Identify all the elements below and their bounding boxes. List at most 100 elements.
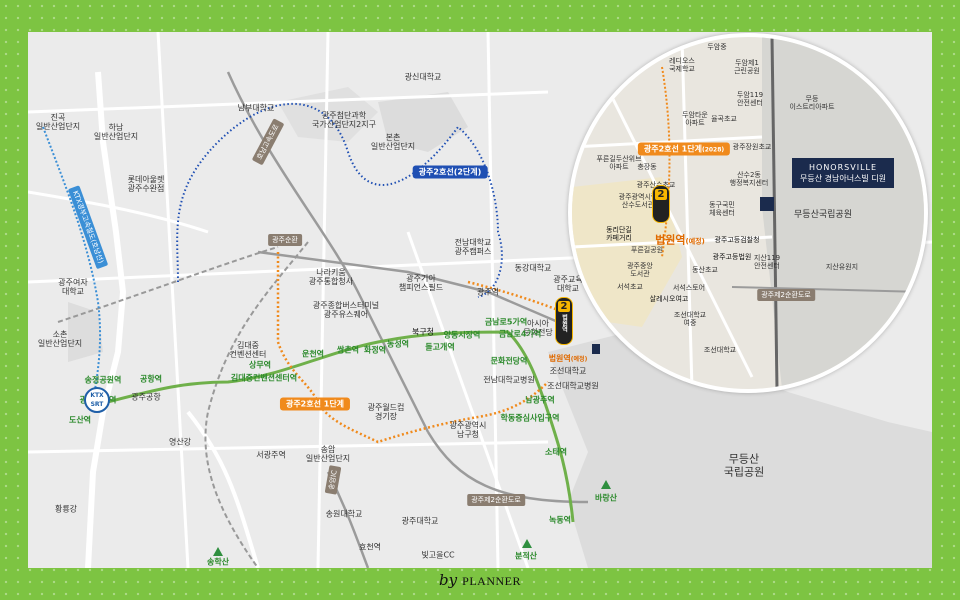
inset-beobwon-planned: (예정) xyxy=(685,237,705,246)
inset-place: 조선대학교 xyxy=(703,345,737,354)
stn-airport: 공항역 xyxy=(139,374,163,384)
stn-hwajeong: 화정역 xyxy=(363,345,387,355)
place-jnu-hosp: 전남대학교병원 xyxy=(483,375,535,385)
road-gwangju-ring: 광주순환 xyxy=(268,234,302,246)
inset-place: 광주고등검찰청 xyxy=(714,235,760,244)
place-bonchon: 본촌 일반산업단지 xyxy=(370,132,416,151)
main-site-marker xyxy=(592,344,600,354)
place-hanam: 하남 일반산업단지 xyxy=(93,122,139,141)
place-dongang-univ: 동강대학교 xyxy=(514,263,552,273)
inset-line2-sub: (2028) xyxy=(701,146,725,154)
inset-station-tag-number: 2 xyxy=(655,189,667,200)
inset-park-label: 무등산국립공원 xyxy=(794,209,852,220)
place-hyocheon-stn: 효천역 xyxy=(358,542,382,552)
honors-brand: HONORSVILLE xyxy=(809,163,878,172)
beobwon-station-tag: 2 법원역 xyxy=(555,297,573,345)
road-ring-road: 광주제2순환도로 xyxy=(467,494,525,506)
footer-by: by xyxy=(438,571,458,589)
stn-geumnam5: 금남로5가역 xyxy=(484,317,528,327)
place-gwangju-univ: 광주대학교 xyxy=(401,516,439,526)
inset-place: 살레시오여고 xyxy=(649,294,689,303)
place-asia-culture: 아시아 문화전당 xyxy=(523,318,553,337)
place-nambu-univ: 남부대학교 xyxy=(237,103,275,113)
place-namgu-office: 광주광역시 남구청 xyxy=(449,420,487,439)
inset-road-label: 광주제2순환도로 xyxy=(757,289,815,301)
inset-site-marker xyxy=(760,197,774,211)
inset-place: 동구국민 체육센터 xyxy=(709,200,735,217)
place-sochon: 소촌 일반산업단지 xyxy=(37,329,83,348)
stn-kimdaejung: 김대중컨벤션센터역 xyxy=(230,373,298,383)
national-park-label: 무등산 국립공원 xyxy=(723,452,765,478)
stn-munhwa: 문화전당역 xyxy=(490,356,528,366)
inset-place: 지산유원지 xyxy=(825,262,859,271)
line2-phase2-pill: 광주2호선(2단계) xyxy=(412,165,488,179)
inset-place: 푸른길두산위브 아파트 xyxy=(596,154,642,171)
inset-place: 무등 이스트리아파트 xyxy=(789,94,835,111)
inset-place: 광주광역시립 산수도서관 xyxy=(618,192,658,209)
map-frame[interactable]: 광신대학교 남부대학교 광주첨단과학 국가산업단지2지구 본촌 일반산업단지 진… xyxy=(28,32,932,568)
inset-place: 광주고등법원 xyxy=(712,252,752,261)
stn-sotae: 소태역 xyxy=(544,447,568,457)
place-gwangju-airport: 광주공항 xyxy=(131,392,161,402)
stn-namgwangju: 남광주역 xyxy=(525,395,555,405)
place-hwangnyong: 황룡강 xyxy=(54,504,78,514)
inset-place: 두암119 안전센터 xyxy=(736,90,764,107)
footer-planner: PLANNER xyxy=(462,574,521,588)
place-cheomdan: 광주첨단과학 국가산업단지2지구 xyxy=(312,110,376,129)
stn-geumnam4: 금남로4가역 xyxy=(498,329,542,339)
place-songwon-univ: 송원대학교 xyxy=(325,509,363,519)
place-express-terminal: 광주종합버스터미널 광주유스퀘어 xyxy=(312,300,380,319)
main-beobwon-name: 법원역 xyxy=(548,354,571,364)
honorsville-callout[interactable]: HONORSVILLE 무등산 경남아너스빌 디원 xyxy=(792,158,895,189)
mountain-icon xyxy=(601,480,611,489)
main-beobwon-label: 법원역(예정) xyxy=(549,354,588,364)
place-naraki: 나라키움 광주통합청사 xyxy=(308,267,354,286)
inset-place: 광주중앙 도서관 xyxy=(627,261,653,278)
inset-beobwon-label: 법원역(예정) xyxy=(655,233,705,248)
mountain-songhak: 송학산 xyxy=(206,557,230,567)
inset-place: 서석초교 xyxy=(617,282,643,291)
stn-dolgogae: 돌고개역 xyxy=(425,342,455,352)
inset-place: 광주장원초교 xyxy=(732,142,772,151)
place-gwangsin-univ: 광신대학교 xyxy=(404,72,442,82)
stn-dosan: 도산역 xyxy=(68,415,92,425)
inset-place: 푸른길공원 xyxy=(630,245,664,254)
stn-ssangchon: 쌍촌역 xyxy=(336,345,360,355)
place-worldcup: 광주월드컵 경기장 xyxy=(367,402,405,421)
stn-uncheon: 운천역 xyxy=(301,349,325,359)
inset-zoom-map[interactable]: 두암중 레디오스 국제학교 두암제1 근린공원 두암119 안전센터 두암타운 … xyxy=(568,33,928,393)
place-bukgu-office: 북구청 xyxy=(411,327,435,337)
line2-phase1-pill: 광주2호선 1단계 xyxy=(279,397,351,411)
inset-place: 동리단길 카페거리 xyxy=(606,225,632,242)
station-tag-number: 2 xyxy=(558,301,570,312)
place-kimdaejung: 김대중 컨벤션센터 xyxy=(229,340,267,359)
inset-station-tag: 2 xyxy=(652,185,670,223)
inset-place: 율곡초교 xyxy=(711,114,737,123)
place-gwangju-stn: 광주역 xyxy=(476,287,500,297)
stn-yangdong: 양동시장역 xyxy=(443,330,481,340)
station-tag-text: 법원역 xyxy=(560,314,568,332)
inset-place: 두암제1 근린공원 xyxy=(734,58,760,75)
stn-nongseong: 농성역 xyxy=(386,339,410,349)
mountain-barang: 바랑산 xyxy=(594,493,618,503)
inset-place: 서석스토어 xyxy=(672,283,706,292)
footer: by PLANNER xyxy=(0,570,960,600)
stn-sangmu: 상무역 xyxy=(248,360,272,370)
ktx-label: KTX SRT xyxy=(90,392,104,408)
inset-beobwon-name: 법원역 xyxy=(655,233,686,247)
inset-line2-pill: 광주2호선 1단계(2028) xyxy=(637,142,731,156)
stn-nokdong: 녹동역 xyxy=(548,515,572,525)
place-seogwangju-stn: 서광주역 xyxy=(256,450,286,460)
inset-place: 산수2동 행정복지센터 xyxy=(729,170,769,187)
place-jeonnam-univ: 전남대학교 광주캠퍼스 xyxy=(454,237,492,256)
inset-place: 조선대학교 여중 xyxy=(673,310,707,327)
ktx-srt-icon: KTX SRT xyxy=(84,387,110,413)
inset-line2-label: 광주2호선 1단계 xyxy=(643,144,702,154)
inset-place: 두암중 xyxy=(707,42,727,51)
inset-place: 두암타운 아파트 xyxy=(682,110,708,127)
place-chosun-univ: 조선대학교 xyxy=(549,366,587,376)
mountain-icon xyxy=(522,539,532,548)
inset-place: 레디오스 국제학교 xyxy=(669,56,695,73)
inset-place: 지산119 안전센터 xyxy=(753,253,781,270)
